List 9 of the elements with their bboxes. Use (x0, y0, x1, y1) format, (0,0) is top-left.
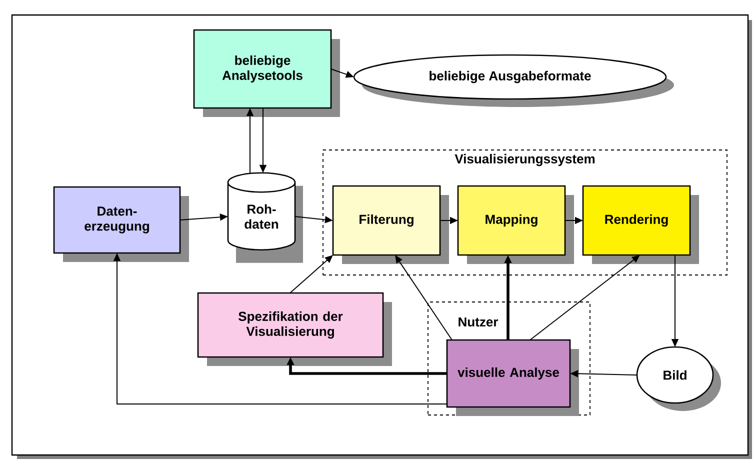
process-box: Daten-erzeugung (53, 186, 189, 262)
tool-box: beliebige Analysetools (193, 29, 340, 117)
user-box: visuelle Analyse (446, 339, 579, 416)
process-box: Rendering (582, 185, 699, 264)
arrow (290, 255, 333, 294)
process-box: Mapping (457, 185, 574, 264)
arrow (530, 255, 640, 340)
process-box: Filterung (332, 185, 449, 264)
specification-box: Spezifikation der Visualisierung (197, 292, 392, 366)
